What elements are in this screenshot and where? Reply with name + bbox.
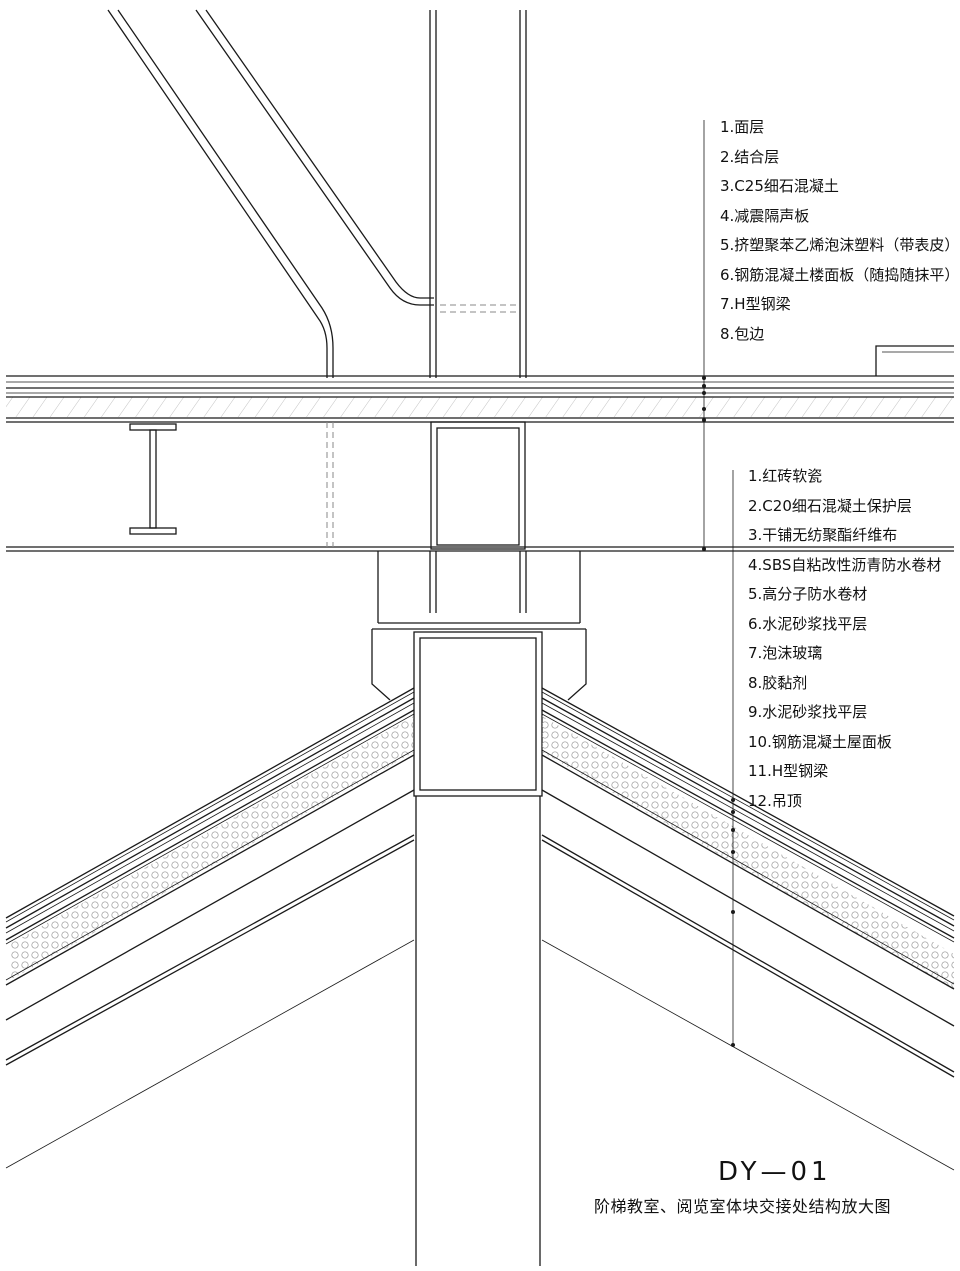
floor-note-item: 3.C25细石混凝土 — [720, 177, 839, 195]
steel-column-upper — [429, 10, 527, 378]
diagonal-brace — [107, 9, 434, 378]
floor-note-item: 6.钢筋混凝土楼面板（随捣随抹平） — [720, 265, 960, 284]
roof-note-item: 11.H型钢梁 — [748, 762, 829, 780]
floor-note-item: 5.挤塑聚苯乙烯泡沫塑料（带表皮） — [720, 236, 960, 254]
column-connection — [371, 551, 587, 701]
roof-construction-notes: 1.红砖软瓷 2.C20细石混凝土保护层 3.干铺无纺聚酯纤维布 4.SBS自粘… — [748, 462, 941, 816]
roof-note-item: 10.钢筋混凝土屋面板 — [748, 732, 892, 751]
box-column-lower — [413, 631, 543, 1266]
roof-right — [541, 687, 955, 1171]
floor-leader-line — [702, 120, 706, 551]
drawing-code: DY—01 — [718, 1157, 832, 1187]
floor-slab — [6, 345, 954, 423]
roof-note-item: 2.C20细石混凝土保护层 — [748, 496, 912, 515]
roof-note-item: 6.水泥砂浆找平层 — [748, 614, 868, 633]
roof-note-item: 7.泡沫玻璃 — [748, 644, 823, 662]
roof-note-item: 8.胶黏剂 — [748, 673, 808, 692]
roof-note-item: 9.水泥砂浆找平层 — [748, 703, 868, 721]
floor-note-item: 8.包边 — [720, 324, 765, 343]
roof-note-item: 3.干铺无纺聚酯纤维布 — [748, 526, 898, 544]
drawing-title: 阶梯教室、阅览室体块交接处结构放大图 — [594, 1197, 892, 1216]
floor-construction-notes: 1.面层 2.结合层 3.C25细石混凝土 4.减震隔声板 5.挤塑聚苯乙烯泡沫… — [720, 113, 959, 349]
floor-beam-line — [6, 422, 954, 552]
roof-left — [5, 687, 415, 1169]
floor-note-item: 1.面层 — [720, 118, 765, 136]
roof-note-item: 1.红砖软瓷 — [748, 467, 823, 485]
roof-note-item: 12.吊顶 — [748, 791, 802, 810]
roof-leader-line — [731, 470, 735, 1047]
floor-note-item: 7.H型钢梁 — [720, 295, 791, 313]
h-steel-beam — [129, 423, 177, 535]
roof-note-item: 4.SBS自粘改性沥青防水卷材 — [748, 555, 942, 574]
box-column-upper — [430, 421, 526, 550]
floor-note-item: 2.结合层 — [720, 147, 780, 166]
floor-note-item: 4.减震隔声板 — [720, 206, 810, 225]
roof-note-item: 5.高分子防水卷材 — [748, 585, 868, 603]
